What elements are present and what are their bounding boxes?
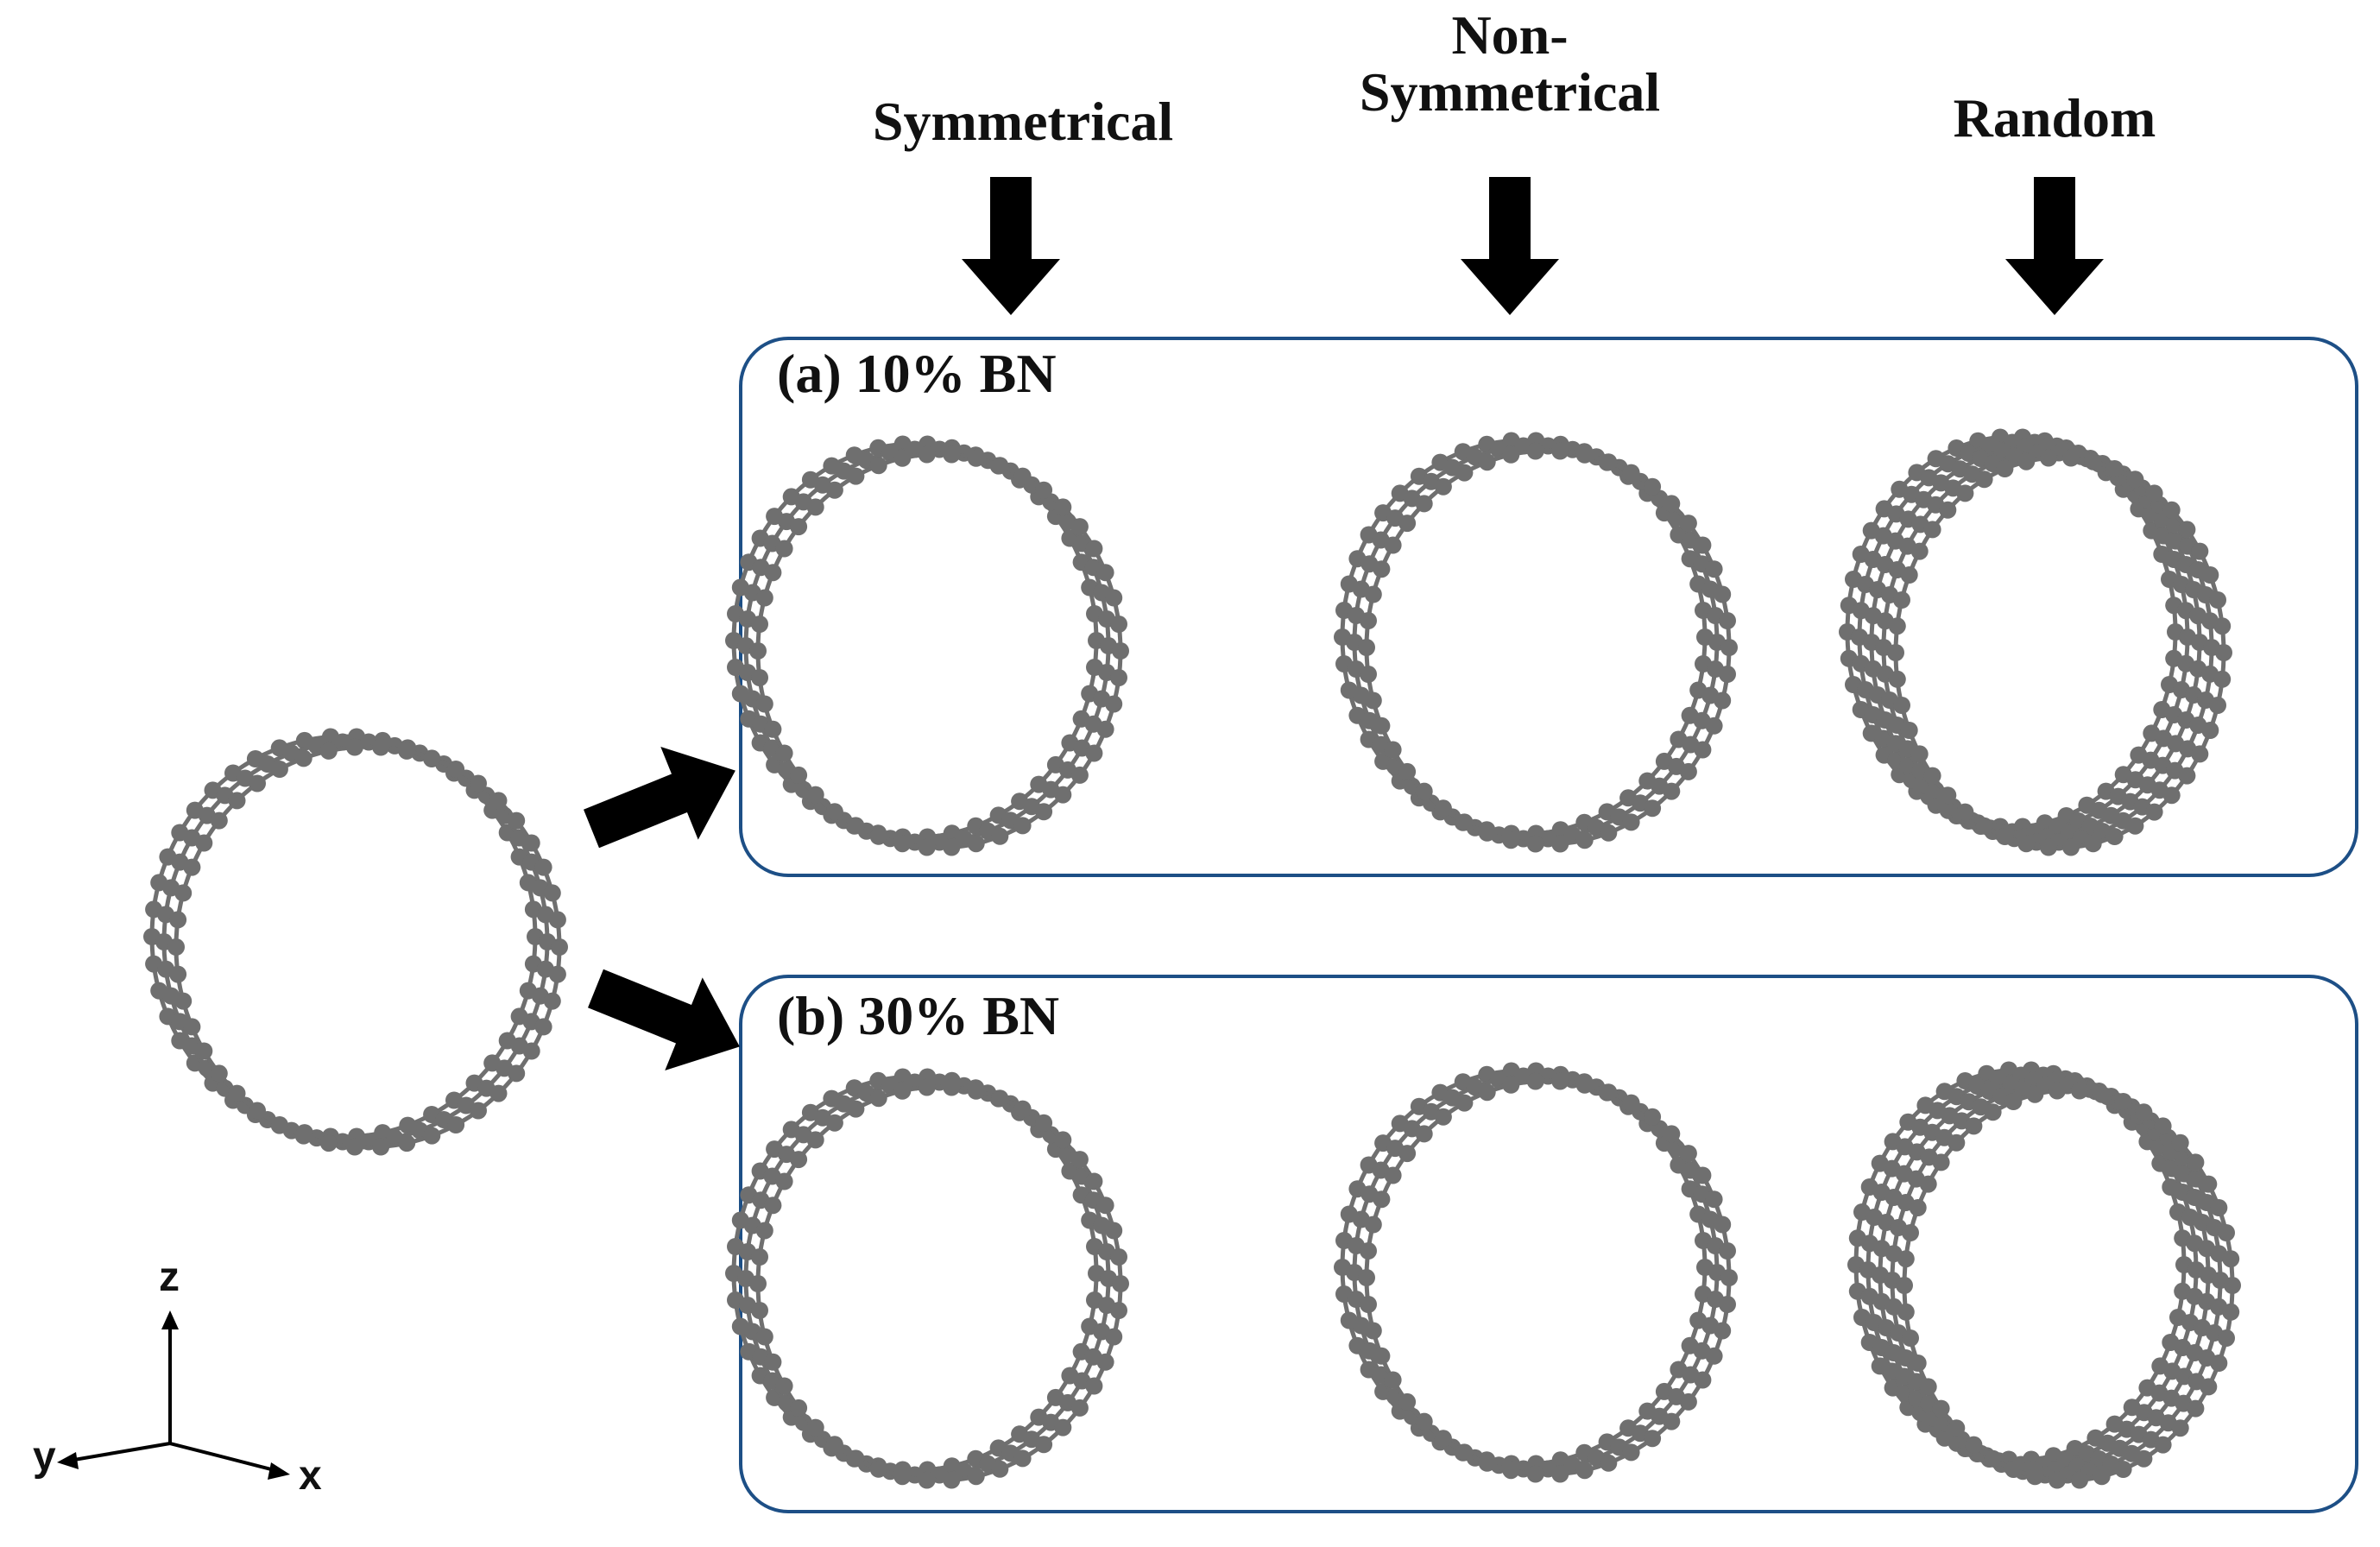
nanotube-a-non-symmetrical-layer-3 — [1358, 442, 1738, 853]
axis-label-x: x — [299, 1453, 322, 1499]
header-symmetrical: Symmetrical — [872, 91, 1174, 152]
axis-label-z: z — [159, 1254, 180, 1300]
nanotube-group — [143, 428, 2241, 1489]
arrow-down-symmetrical — [962, 177, 1060, 315]
panel-a-title: (a) 10% BN — [777, 343, 1057, 404]
arrow-down-non-symmetrical — [1461, 177, 1559, 315]
nanotube-a-symmetrical-layer-3 — [749, 445, 1129, 856]
nanotube-b-symmetrical-layer-3 — [749, 1078, 1129, 1489]
axis-label-y: y — [33, 1434, 56, 1480]
arrow-down-random — [2005, 177, 2104, 315]
arrow-to-panel-b — [588, 969, 740, 1070]
nanotube-a-random-layer-5 — [1887, 449, 2232, 856]
pristine-nanotube-layer-3 — [167, 738, 568, 1156]
header-non-symmetrical: Non- Symmetrical — [1359, 4, 1661, 123]
coordinate-axes — [57, 1310, 290, 1480]
nanotube-b-random-layer-5 — [1896, 1082, 2241, 1489]
nanotube-b-non-symmetrical-layer-3 — [1358, 1072, 1738, 1483]
header-random: Random — [1953, 87, 2156, 148]
arrow-to-panel-a — [584, 747, 735, 849]
panel-b-title: (b) 30% BN — [777, 985, 1060, 1046]
